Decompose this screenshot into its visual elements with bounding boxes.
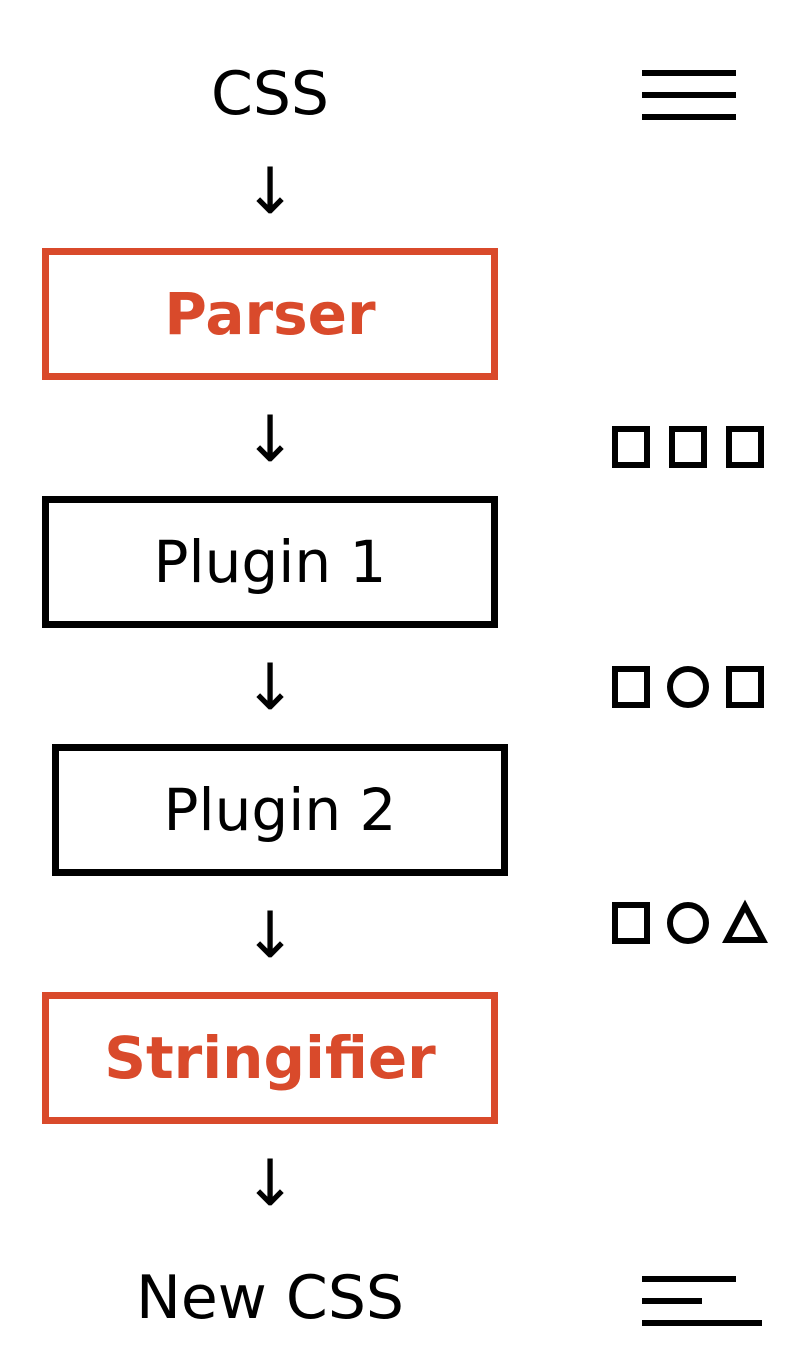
tokens-after-parser <box>612 426 764 468</box>
plugin-2-box: Plugin 2 <box>52 744 508 876</box>
plugin-1-label: Plugin 1 <box>153 528 387 596</box>
circle-icon <box>667 902 709 944</box>
plugin-1-box: Plugin 1 <box>42 496 498 628</box>
tokens-after-plugin-2 <box>612 899 768 944</box>
lines-icon <box>642 70 736 120</box>
square-icon <box>612 902 650 944</box>
arrow-3: ↓ <box>243 651 297 725</box>
arrow-5: ↓ <box>243 1147 297 1221</box>
arrow-1: ↓ <box>243 155 297 229</box>
square-icon <box>612 426 650 468</box>
parser-box: Parser <box>42 248 498 380</box>
arrow-2: ↓ <box>243 403 297 477</box>
output-label: New CSS <box>135 1263 404 1333</box>
square-icon <box>726 666 764 708</box>
triangle-icon <box>722 899 768 943</box>
plugin-2-label: Plugin 2 <box>163 776 397 844</box>
ragged-lines-icon <box>642 1276 762 1326</box>
parser-label: Parser <box>164 280 376 348</box>
square-icon <box>612 666 650 708</box>
square-icon <box>726 426 764 468</box>
tokens-after-plugin-1 <box>612 666 764 708</box>
stringifier-box: Stringifier <box>42 992 498 1124</box>
arrow-4: ↓ <box>243 899 297 973</box>
input-label: CSS <box>210 59 330 129</box>
circle-icon <box>667 666 709 708</box>
square-icon <box>669 426 707 468</box>
stringifier-label: Stringifier <box>104 1024 436 1092</box>
